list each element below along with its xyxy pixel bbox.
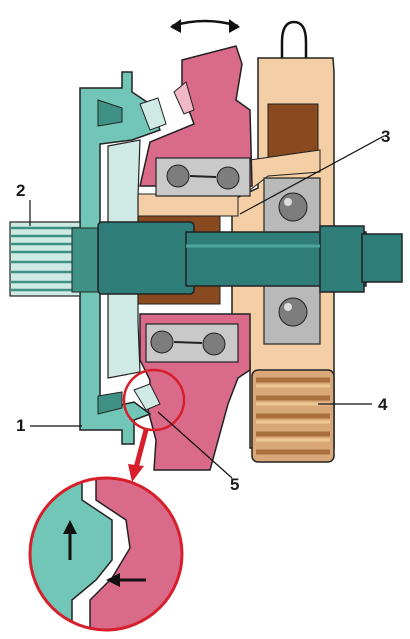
- pink-clutch-upper: [139, 45, 253, 187]
- bearing-ball: [202, 332, 226, 356]
- bearing-ball: [166, 164, 190, 188]
- bearing-ball: [278, 192, 308, 222]
- magnified-detail: [28, 476, 184, 632]
- detail-highlight: [122, 368, 186, 482]
- gear-teeth: [251, 369, 335, 463]
- splined-input-shaft: [9, 221, 101, 297]
- bearing-ball: [216, 166, 240, 190]
- inner-bearing-lower: [145, 323, 239, 363]
- label-1: 1: [16, 416, 25, 435]
- main-shaft: [97, 221, 403, 295]
- outer-bearing: [263, 177, 321, 345]
- inner-bearing-upper: [155, 157, 251, 197]
- label-5: 5: [230, 475, 239, 494]
- label-2: 2: [16, 181, 25, 200]
- label-3: 3: [381, 127, 390, 146]
- label-4: 4: [378, 395, 388, 414]
- bearing-ball: [278, 297, 308, 327]
- double-headed-arrow-icon: [170, 19, 240, 33]
- leader-lines: [29, 135, 385, 479]
- bearing-ball: [150, 330, 174, 354]
